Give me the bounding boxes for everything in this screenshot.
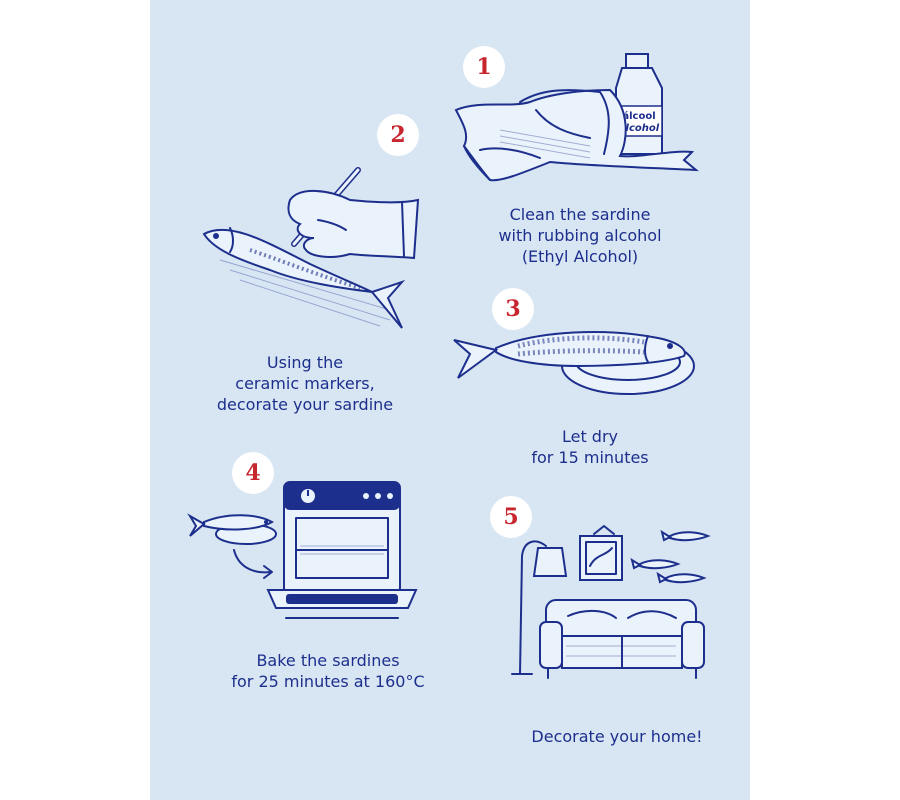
sardine-icon [187, 513, 277, 545]
cloth-and-bottle-illustration: álcool alcohol [454, 53, 699, 182]
wall-sardines [630, 529, 711, 584]
oven-icon [266, 481, 418, 619]
step-2-caption: Using the ceramic markers, decorate your… [216, 353, 394, 414]
bottle-label-line-1: álcool [622, 110, 655, 122]
step-5-caption: Decorate your home! [531, 727, 703, 746]
step-1-caption: Clean the sardine with rubbing alcohol (… [498, 205, 662, 266]
step-5-number: 5 [490, 496, 532, 538]
sardine-icon [453, 331, 686, 379]
sofa-icon [539, 599, 705, 679]
lamp-icon [511, 540, 568, 675]
step-4-caption: Bake the sardines for 25 minutes at 160°… [231, 651, 425, 691]
step-3-number: 3 [492, 288, 534, 330]
hand-marker-sardine-illustration [202, 167, 420, 329]
cloth-icon [454, 88, 699, 182]
hand-marker-icon [287, 167, 420, 260]
step-4-number: 4 [232, 452, 274, 494]
sardine-icon [202, 227, 406, 329]
drying-sardine-illustration [453, 331, 695, 395]
living-room-illustration [511, 525, 711, 679]
bottle-label-line-2: alcohol [619, 123, 660, 134]
step-3-caption: Let dry for 15 minutes [531, 427, 649, 467]
frame-icon [579, 525, 623, 581]
oven-illustration [187, 481, 418, 619]
step-1-number: 1 [463, 46, 505, 88]
step-2-number: 2 [377, 114, 419, 156]
